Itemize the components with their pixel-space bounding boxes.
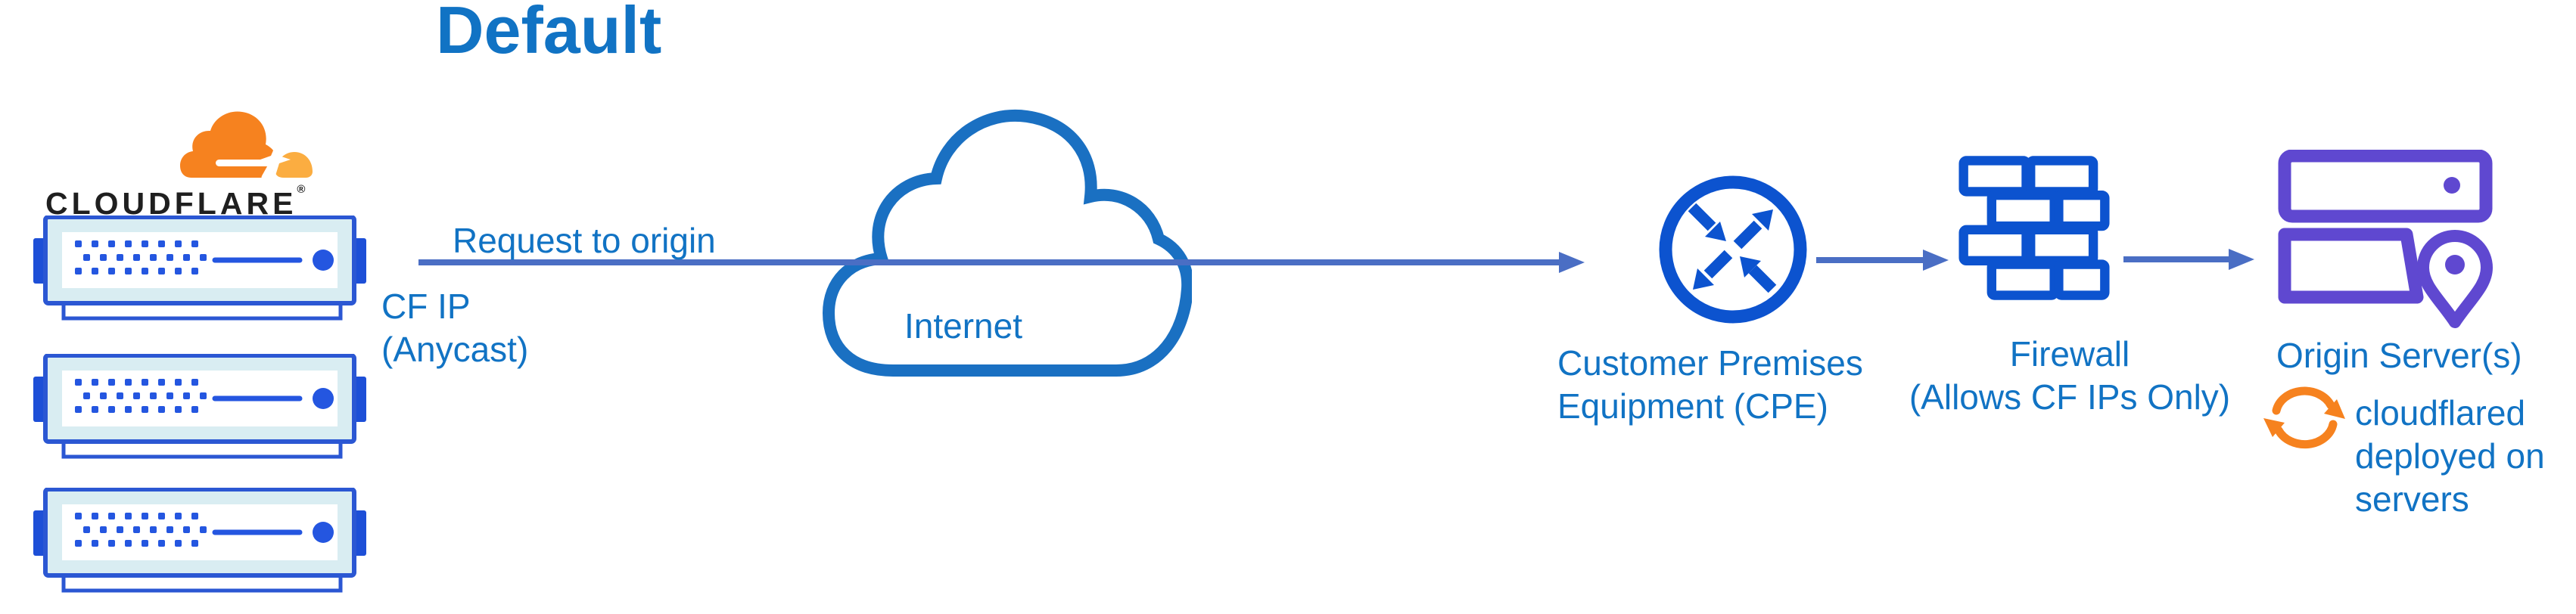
location-pin-icon bbox=[2417, 230, 2493, 328]
page-title: Default bbox=[436, 0, 662, 67]
cloudflare-server-icon bbox=[33, 354, 366, 459]
cpe-label: Customer Premises Equipment (CPE) bbox=[1557, 342, 1863, 428]
firewall-brick-icon bbox=[1958, 156, 2110, 300]
internet-label: Internet bbox=[904, 306, 1022, 346]
anycast-line: (Anycast) bbox=[381, 330, 529, 369]
cloudflare-server-icon bbox=[33, 488, 366, 593]
cloudflare-server-icon bbox=[33, 216, 366, 321]
cpe-router-icon bbox=[1659, 175, 1807, 324]
firewall-label-line2: (Allows CF IPs Only) bbox=[1909, 377, 2231, 417]
origin-servers-label: Origin Server(s) bbox=[2276, 336, 2522, 375]
cpe-label-line2: Equipment (CPE) bbox=[1557, 386, 1828, 426]
registered-trademark: ® bbox=[297, 183, 306, 196]
origin-servers-icon bbox=[2278, 150, 2493, 328]
firewall-label: Firewall (Allows CF IPs Only) bbox=[1892, 333, 2248, 419]
cloudflare-logo-cloud-icon bbox=[180, 111, 313, 181]
cloudflared-note: cloudflared deployed on servers bbox=[2355, 392, 2545, 521]
cloudflared-note-line1: cloudflared bbox=[2355, 393, 2526, 433]
cloudflared-note-line3: servers bbox=[2355, 479, 2469, 519]
firewall-label-line1: Firewall bbox=[2009, 334, 2130, 374]
internet-cloud-icon bbox=[822, 109, 1192, 377]
request-to-origin-label: Request to origin bbox=[453, 221, 716, 260]
sync-arrows-icon bbox=[2263, 386, 2345, 449]
cf-ip-line: CF IP bbox=[381, 287, 471, 326]
cf-ip-anycast-label: CF IP (Anycast) bbox=[381, 285, 528, 371]
cloudflared-note-line2: deployed on bbox=[2355, 436, 2545, 476]
cpe-label-line1: Customer Premises bbox=[1557, 343, 1863, 383]
